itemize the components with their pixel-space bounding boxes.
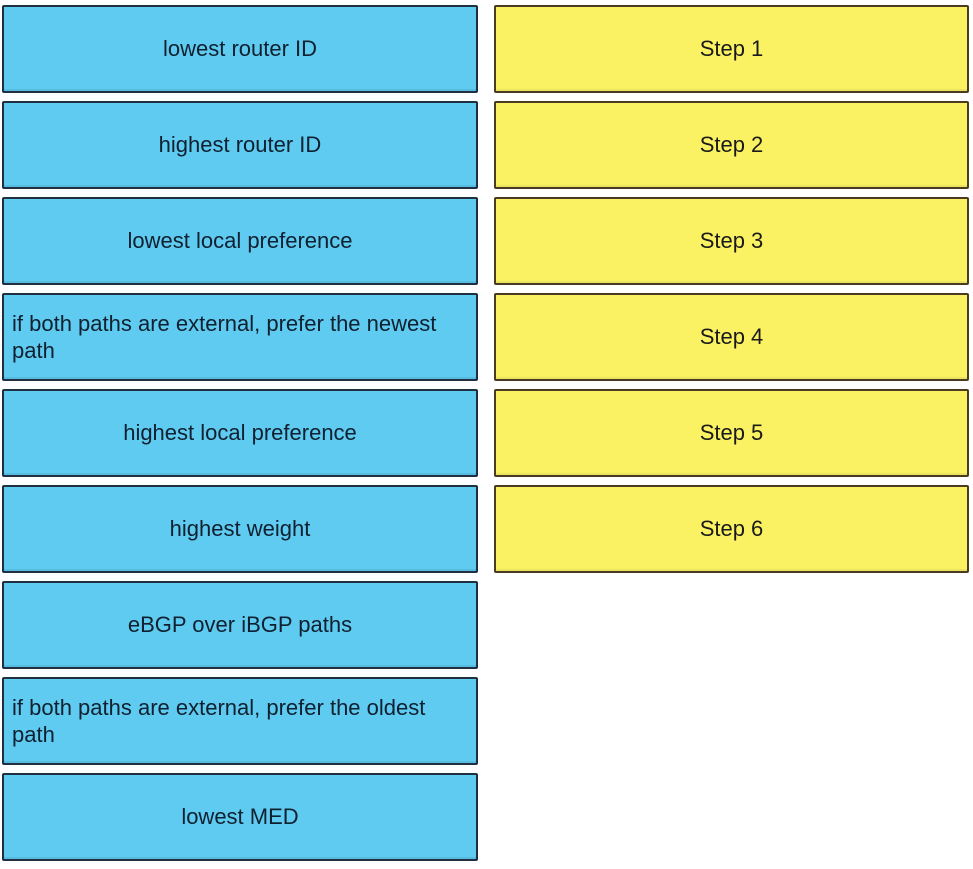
drag-option-label: if both paths are external, prefer the o… — [12, 694, 426, 748]
drop-target-step-2[interactable]: Step 2 — [494, 101, 969, 189]
drag-option-label: if both paths are external, prefer the n… — [12, 310, 437, 364]
drop-target-step-3[interactable]: Step 3 — [494, 197, 969, 285]
drop-target-step-4[interactable]: Step 4 — [494, 293, 969, 381]
drag-option-label: highest router ID — [158, 132, 322, 158]
drop-target-label: Step 1 — [699, 36, 764, 62]
drag-option-label: highest weight — [169, 516, 311, 542]
drag-option-label: lowest router ID — [162, 36, 318, 62]
drop-target-label: Step 5 — [699, 420, 764, 446]
drag-option-lowest-local-preference[interactable]: lowest local preference — [2, 197, 478, 285]
drag-option-highest-local-preference[interactable]: highest local preference — [2, 389, 478, 477]
drag-option-prefer-newest-path[interactable]: if both paths are external, prefer the n… — [2, 293, 478, 381]
drop-target-label: Step 2 — [699, 132, 764, 158]
drag-option-highest-weight[interactable]: highest weight — [2, 485, 478, 573]
drag-option-lowest-router-id[interactable]: lowest router ID — [2, 5, 478, 93]
drop-target-step-1[interactable]: Step 1 — [494, 5, 969, 93]
drag-option-highest-router-id[interactable]: highest router ID — [2, 101, 478, 189]
drop-target-label: Step 4 — [699, 324, 764, 350]
options-column: lowest router ID highest router ID lowes… — [2, 5, 478, 869]
drop-target-step-5[interactable]: Step 5 — [494, 389, 969, 477]
drag-option-ebgp-over-ibgp[interactable]: eBGP over iBGP paths — [2, 581, 478, 669]
drag-option-label: eBGP over iBGP paths — [127, 612, 353, 638]
drag-option-lowest-med[interactable]: lowest MED — [2, 773, 478, 861]
drop-target-label: Step 3 — [699, 228, 764, 254]
drop-target-label: Step 6 — [699, 516, 764, 542]
drag-option-label: lowest local preference — [127, 228, 353, 254]
steps-column: Step 1 Step 2 Step 3 Step 4 Step 5 Step … — [494, 5, 969, 581]
drop-target-step-6[interactable]: Step 6 — [494, 485, 969, 573]
drag-option-prefer-oldest-path[interactable]: if both paths are external, prefer the o… — [2, 677, 478, 765]
drag-option-label: highest local preference — [123, 420, 357, 446]
drag-option-label: lowest MED — [181, 804, 299, 830]
